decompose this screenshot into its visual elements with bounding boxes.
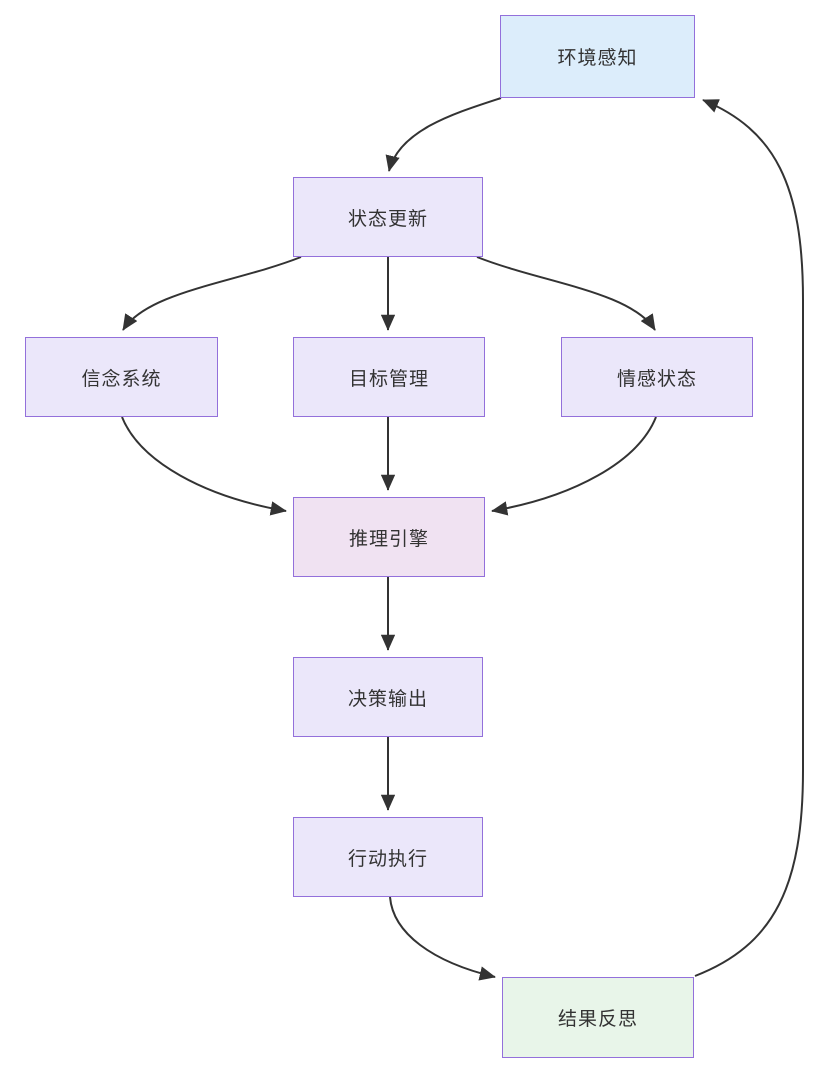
node-label: 行动执行 <box>347 848 428 870</box>
node-label: 情感状态 <box>616 368 697 390</box>
edge-action-to-result <box>389 896 496 981</box>
node-decision-output[interactable]: 决策输出 <box>293 657 483 737</box>
node-result-reflection[interactable]: 结果反思 <box>502 977 694 1058</box>
node-label: 信念系统 <box>81 368 162 390</box>
node-label: 结果反思 <box>557 1009 638 1030</box>
edge-state-to-emotion <box>476 256 656 331</box>
node-label: 决策输出 <box>347 688 428 710</box>
edge-env-to-state <box>385 97 502 172</box>
edge-result-to-env <box>694 99 804 977</box>
node-emotional-state[interactable]: 情感状态 <box>561 337 753 417</box>
node-environment-perception[interactable]: 环境感知 <box>500 15 695 98</box>
edge-state-to-belief <box>122 256 302 331</box>
node-label: 环境感知 <box>557 48 638 69</box>
node-label: 目标管理 <box>348 368 429 390</box>
edge-belief-to-reason <box>121 416 287 516</box>
node-label: 推理引擎 <box>348 528 429 550</box>
node-reasoning-engine[interactable]: 推理引擎 <box>293 497 485 577</box>
node-state-update[interactable]: 状态更新 <box>293 177 483 257</box>
edge-emotion-to-reason <box>491 416 657 516</box>
node-action-execution[interactable]: 行动执行 <box>293 817 483 897</box>
node-belief-system[interactable]: 信念系统 <box>25 337 218 417</box>
node-goal-management[interactable]: 目标管理 <box>293 337 485 417</box>
node-label: 状态更新 <box>347 208 428 230</box>
